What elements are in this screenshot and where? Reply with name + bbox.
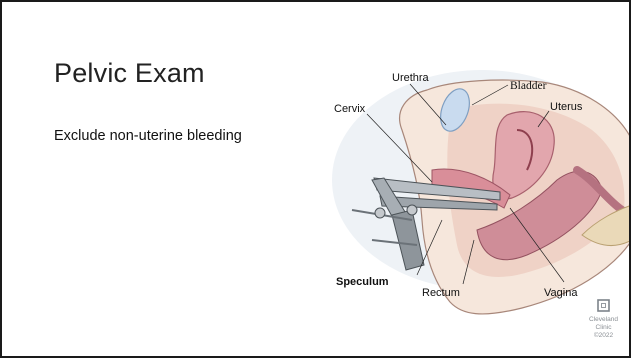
label-uterus: Uterus xyxy=(550,101,583,113)
logo-line-2: Clinic xyxy=(596,324,613,331)
label-vagina: Vagina xyxy=(544,287,578,299)
label-rectum: Rectum xyxy=(422,287,460,299)
pelvic-exam-illustration: Urethra Bladder Cervix Uterus Speculum R… xyxy=(332,70,631,358)
logo-line-1: Cleveland xyxy=(589,316,618,323)
label-bladder: Bladder xyxy=(510,80,547,92)
cleveland-clinic-logo: Cleveland Clinic ©2022 xyxy=(589,300,618,339)
label-cervix: Cervix xyxy=(334,103,366,115)
label-speculum: Speculum xyxy=(336,276,389,288)
slide-bullet: Exclude non-uterine bleeding xyxy=(54,128,242,144)
slide-title: Pelvic Exam xyxy=(54,58,205,89)
label-urethra: Urethra xyxy=(392,72,430,84)
logo-line-3: ©2022 xyxy=(594,331,614,339)
